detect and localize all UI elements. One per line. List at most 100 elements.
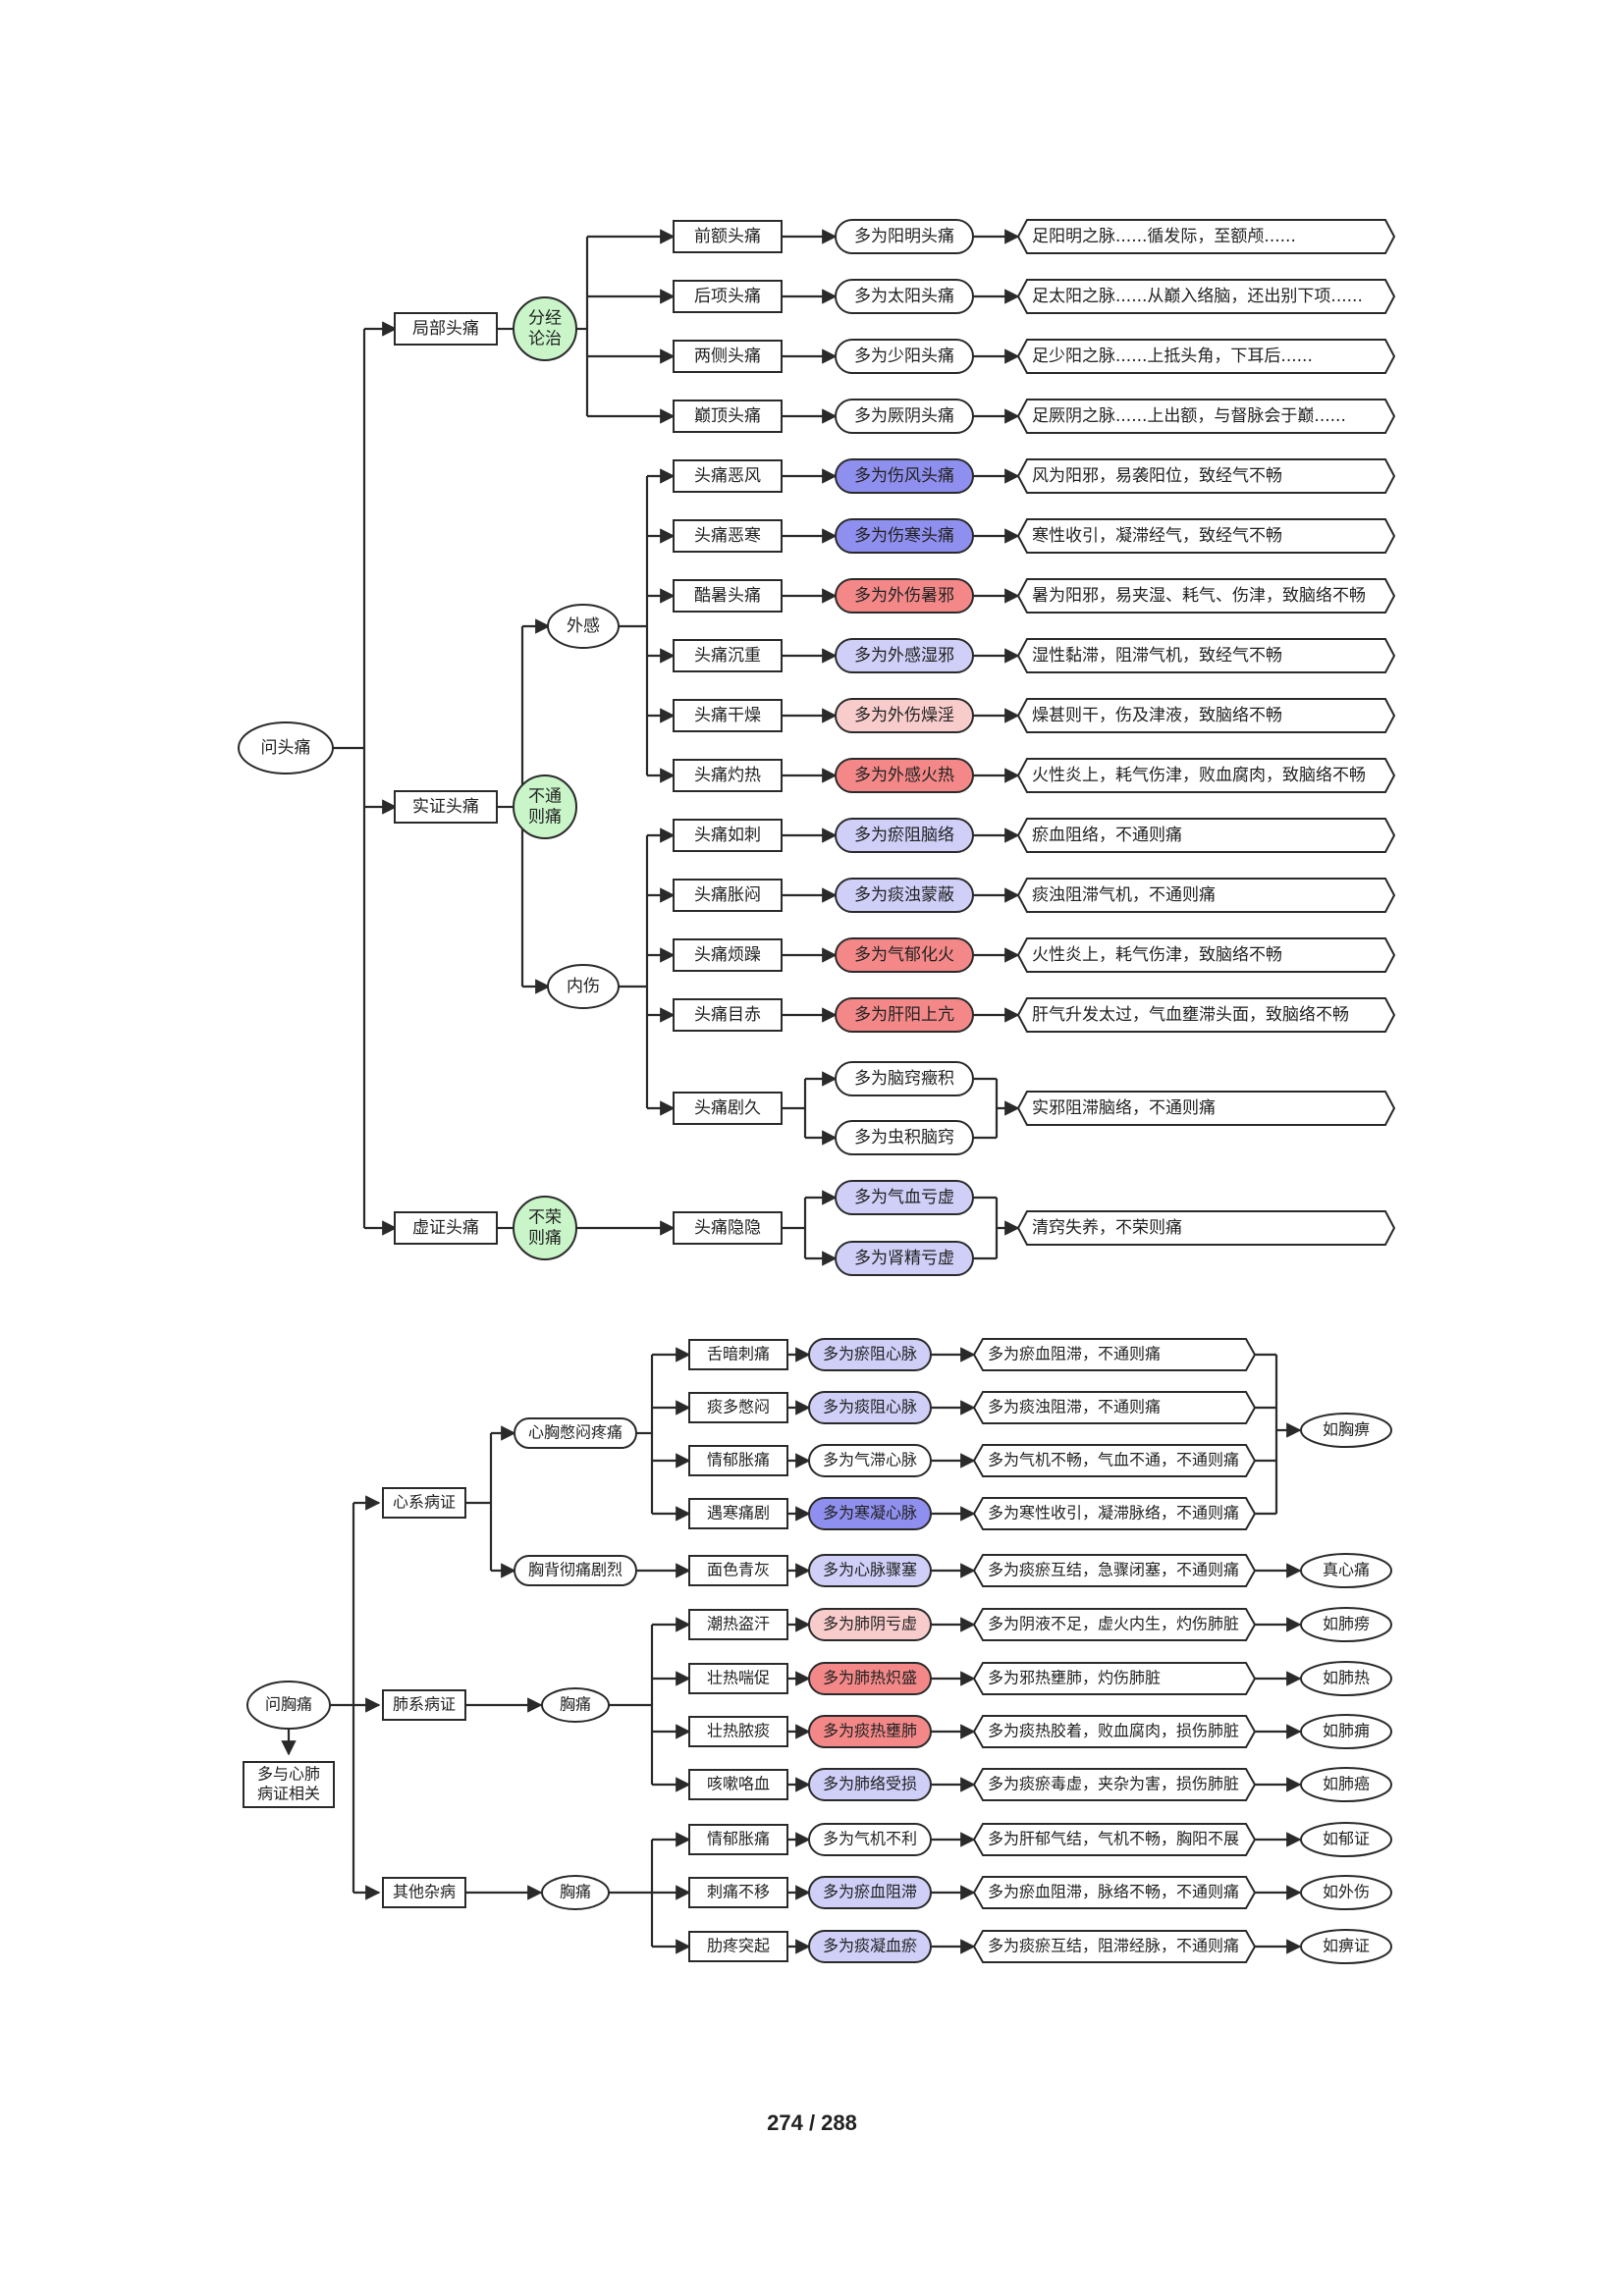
chest-branch-2-label: 肺系病证 bbox=[393, 1695, 456, 1714]
local-desc: 足阳明之脉......循发际，至额颅...... bbox=[1016, 219, 1396, 254]
neishang-symptom-label: 头痛目赤 bbox=[694, 1005, 761, 1025]
local-type-label: 多为少阳头痛 bbox=[854, 347, 954, 366]
neishang-type: 多为肝阳上亢 bbox=[835, 997, 974, 1033]
heart-desc: 多为气机不畅，气血不通，不通则痛 bbox=[972, 1444, 1257, 1477]
neishang-symptom: 头痛目赤 bbox=[673, 998, 783, 1032]
waigan-symptom-label: 头痛恶寒 bbox=[694, 526, 761, 546]
heart-type-label: 多为气滞心脉 bbox=[823, 1451, 917, 1469]
waigan-desc-label: 寒性收引，凝滞经气，致经气不畅 bbox=[1032, 526, 1282, 546]
neishang-desc: 肝气升发太过，气血壅滞头面，致脑络不畅 bbox=[1016, 997, 1396, 1033]
heart-symptom: 痰多憋闷 bbox=[688, 1392, 788, 1423]
xu-type-label: 多为气血亏虚 bbox=[854, 1188, 954, 1207]
waigan-desc-label: 风为阳邪，易袭阳位，致经气不畅 bbox=[1032, 466, 1282, 486]
branch-1: 局部头痛 bbox=[394, 312, 498, 346]
heart-type-label: 多为痰阻心脉 bbox=[823, 1398, 917, 1416]
neishang-symptom-label: 头痛胀闷 bbox=[694, 885, 761, 905]
lung-desc: 多为阴液不足，虚火内生，灼伤肺脏 bbox=[972, 1608, 1257, 1641]
branch-3-label: 虚证头痛 bbox=[412, 1218, 479, 1238]
heart-symptom-label: 遇寒痛剧 bbox=[707, 1504, 770, 1522]
neishang-type-label: 多为瘀阻脑络 bbox=[854, 826, 954, 845]
jujiu-type: 多为虫积脑窍 bbox=[835, 1120, 974, 1155]
jujiu-symptom: 头痛剧久 bbox=[673, 1092, 783, 1125]
local-desc-label: 足阳明之脉......循发际，至额颅...... bbox=[1032, 227, 1296, 246]
heart-desc-label: 多为痰浊阻滞，不通则痛 bbox=[988, 1398, 1161, 1416]
waigan-symptom: 头痛沉重 bbox=[673, 639, 783, 672]
local-symptom: 后项头痛 bbox=[673, 280, 783, 313]
lung-type-label: 多为肺络受损 bbox=[823, 1775, 917, 1793]
lung-desc-label: 多为痰瘀毒虚，夹杂为害，损伤肺脏 bbox=[988, 1775, 1239, 1793]
other-chest-pain-label: 胸痛 bbox=[560, 1883, 591, 1901]
lung-desc: 多为痰瘀毒虚，夹杂为害，损伤肺脏 bbox=[972, 1768, 1257, 1801]
other-desc-label: 多为瘀血阻滞，脉络不畅，不通则痛 bbox=[988, 1883, 1239, 1901]
jujiu-type-label: 多为脑窍癥积 bbox=[854, 1069, 954, 1089]
bubble-2-label: 则痛 bbox=[528, 808, 562, 828]
local-type: 多为太阳头痛 bbox=[835, 279, 974, 314]
other-result-label: 如痹证 bbox=[1323, 1937, 1370, 1955]
other-chest-pain: 胸痛 bbox=[541, 1875, 610, 1910]
xu-type: 多为气血亏虚 bbox=[835, 1180, 974, 1215]
heart-symptom-label: 情郁胀痛 bbox=[707, 1451, 770, 1469]
heart-sub-2: 胸背彻痛剧烈 bbox=[514, 1555, 637, 1586]
local-desc: 足厥阴之脉......上出额，与督脉会于巅...... bbox=[1016, 399, 1396, 434]
neishang-type-label: 多为痰浊蒙蔽 bbox=[854, 885, 954, 905]
chest-branch-2: 肺系病证 bbox=[382, 1689, 466, 1721]
heart-symptom-label: 舌暗刺痛 bbox=[707, 1345, 770, 1363]
local-type-label: 多为太阳头痛 bbox=[854, 287, 954, 306]
waigan-symptom-label: 头痛干燥 bbox=[694, 706, 761, 725]
jujiu-symptom-label: 头痛剧久 bbox=[694, 1098, 761, 1118]
heart-result: 如胸痹 bbox=[1300, 1413, 1392, 1448]
lung-type: 多为肺阴亏虚 bbox=[808, 1608, 932, 1641]
acute-symptom-label: 面色青灰 bbox=[707, 1561, 770, 1579]
bubble-3-label: 则痛 bbox=[528, 1229, 562, 1249]
other-symptom: 刺痛不移 bbox=[688, 1877, 788, 1908]
heart-type: 多为痰阻心脉 bbox=[808, 1391, 932, 1424]
other-symptom-label: 刺痛不移 bbox=[707, 1883, 770, 1901]
sub-waigan: 外感 bbox=[547, 604, 620, 649]
page-number: 274 / 288 bbox=[767, 2110, 857, 2135]
sub-waigan-label: 外感 bbox=[567, 616, 600, 636]
local-symptom: 两侧头痛 bbox=[673, 340, 783, 373]
heart-symptom: 遇寒痛剧 bbox=[688, 1498, 788, 1529]
branch-2: 实证头痛 bbox=[394, 790, 498, 824]
waigan-symptom: 头痛干燥 bbox=[673, 699, 783, 732]
lung-symptom-label: 潮热盗汗 bbox=[707, 1615, 770, 1633]
heart-desc-label: 多为气机不畅，气血不通，不通则痛 bbox=[988, 1451, 1239, 1469]
lung-desc-label: 多为邪热壅肺，灼伤肺脏 bbox=[988, 1669, 1161, 1687]
heart-desc-label: 多为寒性收引，凝滞脉络，不通则痛 bbox=[988, 1504, 1239, 1522]
sub-neishang: 内伤 bbox=[547, 964, 620, 1009]
neishang-type: 多为瘀阻脑络 bbox=[835, 818, 974, 853]
waigan-desc-label: 燥甚则干，伤及津液，致脑络不畅 bbox=[1032, 706, 1282, 725]
lung-result-label: 如肺痈 bbox=[1323, 1722, 1370, 1740]
lung-result-label: 如肺痨 bbox=[1323, 1615, 1370, 1633]
heart-sub-2-label: 胸背彻痛剧烈 bbox=[528, 1561, 623, 1579]
local-type: 多为阳明头痛 bbox=[835, 219, 974, 254]
bubble-1-label: 分经 bbox=[528, 308, 562, 328]
local-symptom-label: 前额头痛 bbox=[694, 227, 761, 246]
jujiu-desc-label: 实邪阻滞脑络，不通则痛 bbox=[1032, 1098, 1216, 1118]
other-result: 如痹证 bbox=[1300, 1929, 1392, 1964]
neishang-type: 多为痰浊蒙蔽 bbox=[835, 878, 974, 913]
heart-desc: 多为寒性收引，凝滞脉络，不通则痛 bbox=[972, 1497, 1257, 1530]
neishang-type-label: 多为肝阳上亢 bbox=[854, 1005, 954, 1025]
lung-result: 如肺痈 bbox=[1300, 1714, 1392, 1749]
waigan-type: 多为伤寒头痛 bbox=[835, 518, 974, 554]
waigan-symptom: 头痛恶风 bbox=[673, 459, 783, 493]
chest-branch-1-label: 心系病证 bbox=[393, 1493, 456, 1512]
waigan-desc: 暑为阳邪，易夹湿、耗气、伤津，致脑络不畅 bbox=[1016, 578, 1396, 614]
waigan-type-label: 多为外伤燥淫 bbox=[854, 706, 954, 725]
waigan-type-label: 多为外感湿邪 bbox=[854, 646, 954, 666]
neishang-symptom: 头痛胀闷 bbox=[673, 879, 783, 912]
xu-type-label: 多为肾精亏虚 bbox=[854, 1249, 954, 1268]
lung-desc: 多为痰热胶着，败血腐肉，损伤肺脏 bbox=[972, 1715, 1257, 1748]
acute-desc-label: 多为痰瘀互结，急骤闭塞，不通则痛 bbox=[988, 1561, 1239, 1579]
local-desc-label: 足厥阴之脉......上出额，与督脉会于巅...... bbox=[1032, 406, 1346, 426]
bubble-3: 不荣则痛 bbox=[513, 1196, 577, 1260]
lung-type-label: 多为痰热壅肺 bbox=[823, 1722, 917, 1740]
neishang-symptom-label: 头痛烦躁 bbox=[694, 945, 761, 965]
waigan-symptom: 头痛恶寒 bbox=[673, 519, 783, 553]
neishang-desc-label: 痰浊阻滞气机，不通则痛 bbox=[1032, 885, 1216, 905]
lung-chest-pain-label: 胸痛 bbox=[560, 1695, 591, 1714]
local-type: 多为少阳头痛 bbox=[835, 339, 974, 374]
branch-2-label: 实证头痛 bbox=[412, 797, 479, 817]
